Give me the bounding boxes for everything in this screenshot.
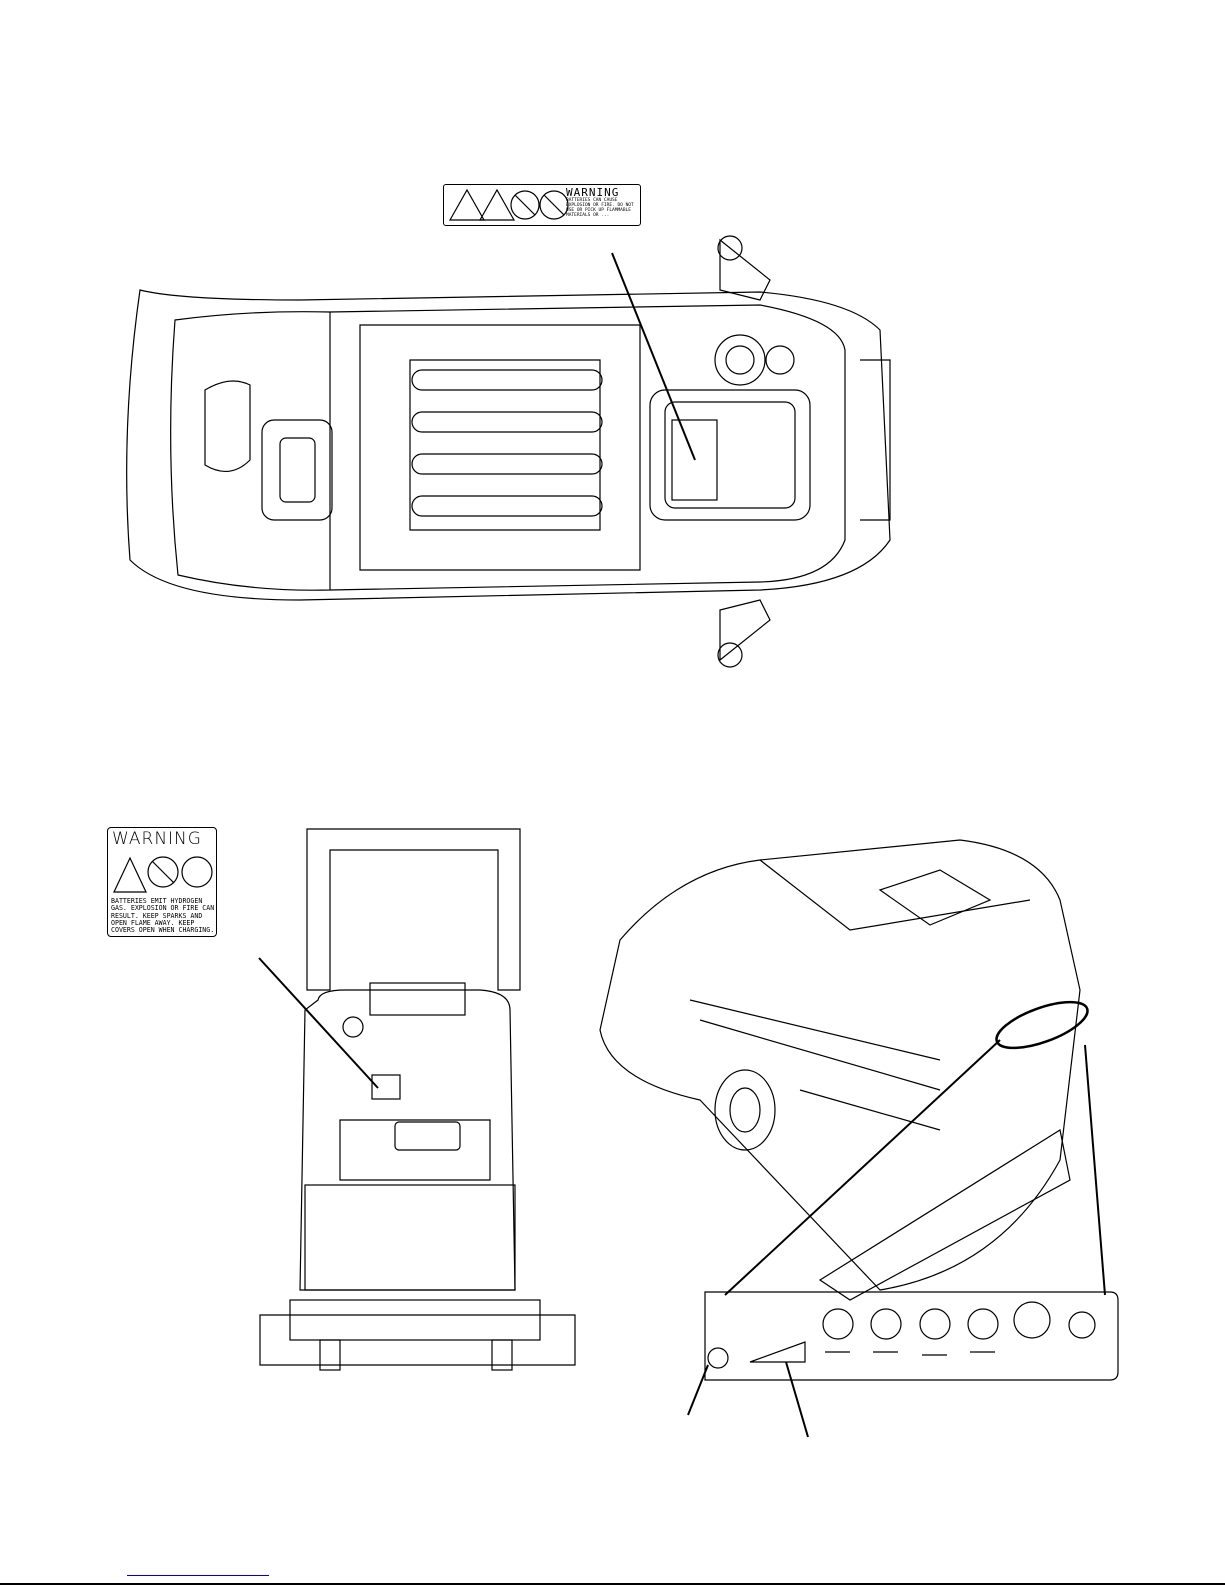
warning-text: BATTERIES CAN CAUSE EXPLOSION OR FIRE. D… [566,198,634,218]
warning-decal-large: WARNING BATTERIES EMIT HYDROGEN GAS. EXP… [107,827,217,937]
callout-leader-key [687,1364,709,1416]
warning-text: BATTERIES EMIT HYDROGEN GAS. EXPLOSION O… [111,897,215,934]
warning-heading: WARNING [112,829,202,849]
large-decal-pictograms [113,856,213,893]
front-view-machine [259,828,576,1371]
small-decal-pictograms [448,188,569,221]
isometric-view-machine [599,839,1089,1301]
callout-leader-front [258,957,379,1089]
callout-leader-panel-right [1084,1044,1106,1296]
warning-decal-small: WARNING BATTERIES CAN CAUSE EXPLOSION OR… [443,184,641,226]
link-underline[interactable] [127,1575,269,1576]
warning-heading: WARNING [566,186,620,199]
control-panel-detail [704,1291,1119,1381]
callout-leader-top [611,252,696,461]
callout-leader-decal [785,1361,809,1438]
footer-rule [0,1583,1225,1585]
callout-leader-panel-left [724,1039,1001,1296]
top-view-machine [126,235,891,668]
